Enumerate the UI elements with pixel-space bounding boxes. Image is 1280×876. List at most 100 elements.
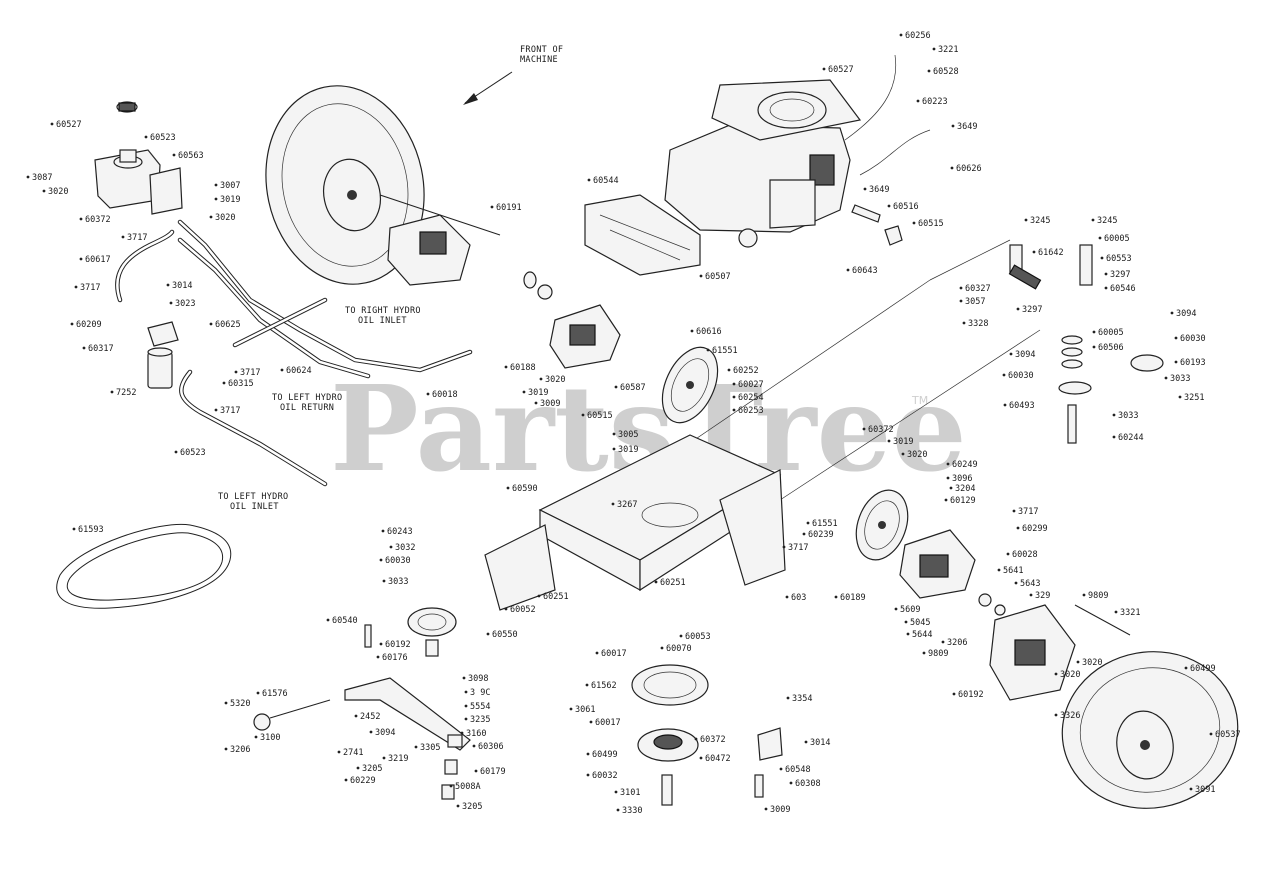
throttle-cables <box>844 54 931 246</box>
callout-dot <box>50 122 54 126</box>
center-idler-pulley <box>364 607 457 657</box>
part-callout-label: 60249 <box>952 460 978 470</box>
part-callout-label: 3297 <box>1022 305 1042 315</box>
part-callout-label: 3717 <box>80 283 100 293</box>
callout-dot <box>382 756 386 760</box>
callout-dot <box>899 33 903 37</box>
callout-dot <box>389 545 393 549</box>
callout-dot <box>822 67 826 71</box>
part-callout-label: 5045 <box>910 618 930 628</box>
callout-dot <box>906 632 910 636</box>
part-callout-label: 3297 <box>1110 270 1130 280</box>
part-callout-label: 60030 <box>1180 334 1206 344</box>
callout-dot <box>779 767 783 771</box>
transmission-right <box>989 604 1131 701</box>
part-callout-label: 60243 <box>387 527 413 537</box>
part-callout-label: 3094 <box>1015 350 1035 360</box>
note-left-inlet-2: OIL INLET <box>230 502 279 512</box>
callout-dot <box>1029 593 1033 597</box>
part-callout-label: 3330 <box>622 806 642 816</box>
part-callout-label: 60129 <box>950 496 976 506</box>
callout-dot <box>922 651 926 655</box>
note-right-inlet-1: TO RIGHT HYDRO <box>345 306 421 316</box>
callout-dot <box>70 322 74 326</box>
part-callout-label: 5554 <box>470 702 490 712</box>
part-callout-label: 60229 <box>350 776 376 786</box>
part-callout-label: 60537 <box>1215 730 1241 740</box>
part-callout-label: 3020 <box>545 375 565 385</box>
callout-dot <box>79 217 83 221</box>
part-callout-label: 3014 <box>810 738 830 748</box>
hydraulic-hoses <box>115 219 473 487</box>
part-callout-label: 60191 <box>496 203 522 213</box>
callout-dot <box>82 346 86 350</box>
callout-dot <box>42 189 46 193</box>
part-callout-label: 60030 <box>1008 371 1034 381</box>
callout-dot <box>534 401 538 405</box>
callout-dot <box>426 392 430 396</box>
callout-dot <box>456 804 460 808</box>
part-callout-label: 3717 <box>1018 507 1038 517</box>
callout-dot <box>254 735 258 739</box>
part-callout-label: 60516 <box>893 202 919 212</box>
callout-dot <box>912 221 916 225</box>
part-callout-label: 60251 <box>543 592 569 602</box>
part-callout-label: 3020 <box>215 213 235 223</box>
part-callout-label: 3033 <box>1170 374 1190 384</box>
part-callout-label: 60625 <box>215 320 241 330</box>
callout-dot <box>887 439 891 443</box>
callout-dot <box>916 99 920 103</box>
part-callout-label: 3235 <box>470 715 490 725</box>
part-callout-label: 3023 <box>175 299 195 309</box>
part-callout-label: 603 <box>791 593 806 603</box>
part-callout-label: 61562 <box>591 681 617 691</box>
part-callout-label: 5609 <box>900 605 920 615</box>
oil-reservoir-tank <box>94 101 183 215</box>
part-callout-label: 3020 <box>48 187 68 197</box>
part-callout-label: 60070 <box>666 644 692 654</box>
part-callout-label: 60315 <box>228 379 254 389</box>
part-callout-label: 61551 <box>712 346 738 356</box>
callout-dot <box>706 348 710 352</box>
callout-dot <box>504 365 508 369</box>
part-callout-label: 60540 <box>332 616 358 626</box>
callout-dot <box>764 807 768 811</box>
part-callout-label: 60053 <box>685 632 711 642</box>
part-callout-label: 60254 <box>738 393 764 403</box>
callout-dot <box>539 377 543 381</box>
part-callout-label: 61551 <box>812 519 838 529</box>
part-callout-label: 60188 <box>510 363 536 373</box>
callout-dot <box>654 580 658 584</box>
callout-dot <box>611 502 615 506</box>
callout-dot <box>785 595 789 599</box>
part-callout-label: 60506 <box>1098 343 1124 353</box>
part-callout-label: 3061 <box>575 705 595 715</box>
hydro-pump-left <box>549 304 621 369</box>
part-callout-label: 3305 <box>420 743 440 753</box>
part-callout-label: 3014 <box>172 281 192 291</box>
drive-belt <box>56 523 232 609</box>
part-callout-label: 60308 <box>795 779 821 789</box>
callout-dot <box>414 745 418 749</box>
part-callout-label: 60493 <box>1009 401 1035 411</box>
part-callout-label: 3219 <box>388 754 408 764</box>
callout-dot <box>79 257 83 261</box>
part-callout-label: 3020 <box>1060 670 1080 680</box>
callout-dot <box>946 476 950 480</box>
callout-dot <box>1189 787 1193 791</box>
callout-dot <box>959 286 963 290</box>
callout-dot <box>1170 311 1174 315</box>
part-callout-label: 2741 <box>343 748 363 758</box>
callout-dot <box>585 683 589 687</box>
callout-dot <box>1014 581 1018 585</box>
callout-dot <box>782 545 786 549</box>
callout-dot <box>1174 360 1178 364</box>
part-callout-label: 3057 <box>965 297 985 307</box>
front-note-line2: MACHINE <box>520 55 558 65</box>
part-callout-label: 60590 <box>512 484 538 494</box>
callout-dot <box>214 197 218 201</box>
part-callout-label: 3 9C <box>470 688 490 698</box>
part-callout-label: 3019 <box>618 445 638 455</box>
part-callout-label: 3096 <box>952 474 972 484</box>
part-callout-label: 3019 <box>220 195 240 205</box>
